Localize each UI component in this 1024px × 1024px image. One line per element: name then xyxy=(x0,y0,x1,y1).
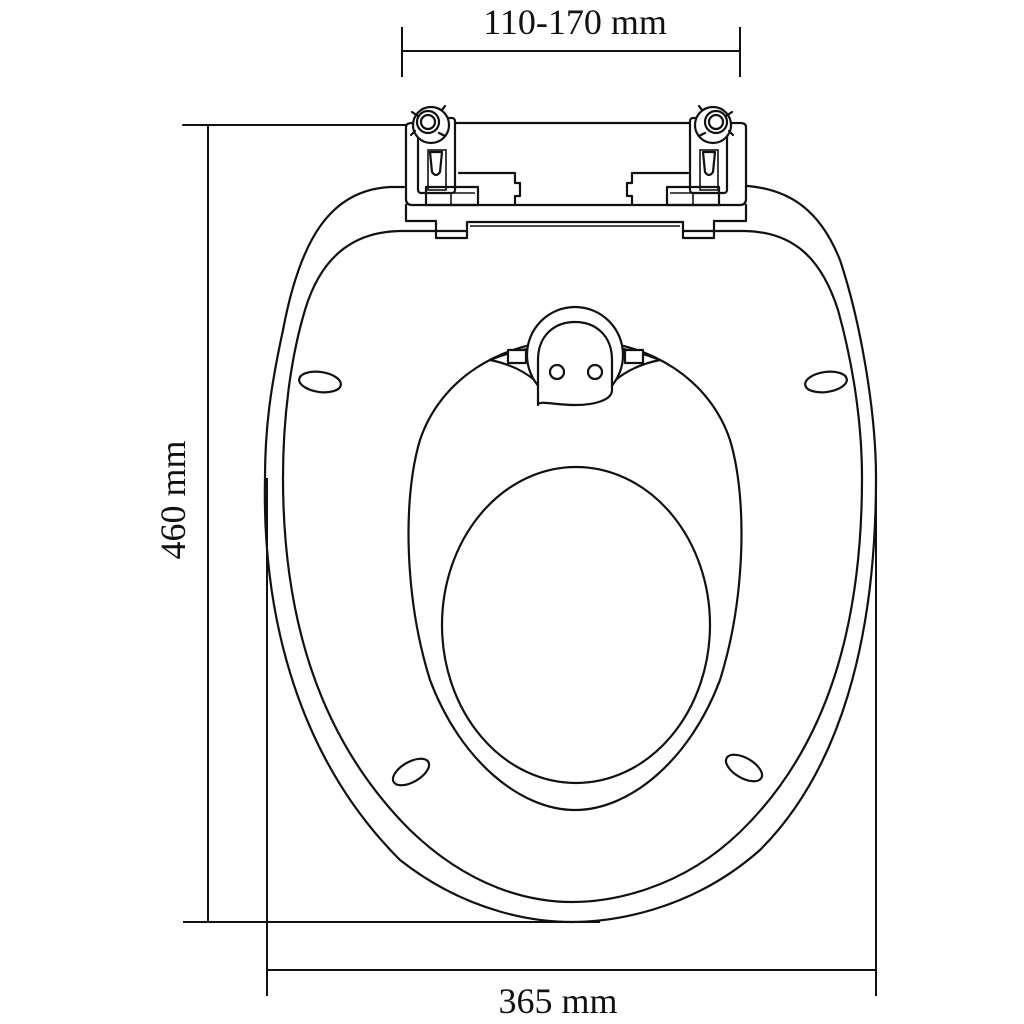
inner-seat-rim xyxy=(281,229,864,904)
width-label: 365 mm xyxy=(498,981,617,1021)
bumper-pad-bottom-left xyxy=(391,757,431,787)
length-dimension: 460 mm xyxy=(153,124,600,923)
hinge-spacing-label: 110-170 mm xyxy=(483,2,667,42)
hinge-spacing-dimension: 110-170 mm xyxy=(401,2,741,77)
bumper-pad-bottom-right xyxy=(724,753,764,783)
width-dimension: 365 mm xyxy=(266,478,877,1021)
bumper-pads xyxy=(298,370,848,787)
hinge-right xyxy=(665,104,735,207)
child-seat-opening xyxy=(440,465,712,785)
child-seat-insert xyxy=(407,338,743,812)
bumper-pad-top-left xyxy=(298,370,342,394)
child-seat-latch xyxy=(488,305,662,407)
hinge-left xyxy=(409,104,480,207)
length-label: 460 mm xyxy=(153,440,193,559)
bumper-pad-top-right xyxy=(804,370,848,394)
outer-seat-outline xyxy=(263,184,878,924)
hinge-assembly xyxy=(182,104,748,240)
